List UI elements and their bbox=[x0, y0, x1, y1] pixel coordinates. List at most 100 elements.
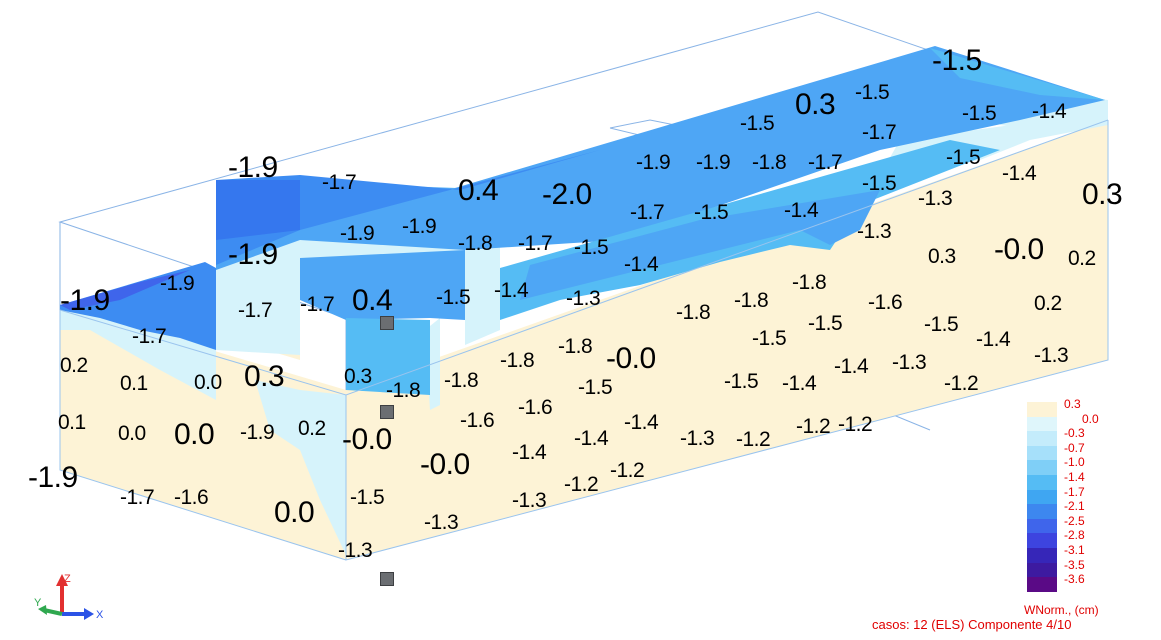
contour-value-label: -1.2 bbox=[564, 473, 599, 496]
contour-value-label: -1.5 bbox=[962, 102, 997, 125]
contour-value-label: -1.3 bbox=[566, 287, 601, 310]
contour-value-label: -1.7 bbox=[120, 486, 155, 509]
contour-left-slab bbox=[60, 250, 465, 395]
contour-value-label: 0.2 bbox=[1068, 247, 1096, 270]
contour-value-label: -1.5 bbox=[724, 370, 759, 393]
contour-value-label: -1.5 bbox=[740, 112, 775, 135]
contour-value-label: -1.9 bbox=[160, 272, 195, 295]
contour-value-label: 0.0 bbox=[194, 371, 222, 394]
contour-value-label: 0.0 bbox=[174, 418, 215, 451]
contour-value-label: -1.2 bbox=[736, 428, 771, 451]
contour-value-label: -1.2 bbox=[610, 459, 645, 482]
contour-value-label: -1.5 bbox=[694, 201, 729, 224]
contour-value-label: -1.5 bbox=[924, 313, 959, 336]
contour-value-label: -1.7 bbox=[300, 293, 335, 316]
support-node-marker[interactable] bbox=[380, 405, 394, 419]
legend-swatch bbox=[1027, 416, 1057, 432]
support-node-marker[interactable] bbox=[380, 316, 394, 330]
contour-value-label: 0.4 bbox=[458, 174, 499, 207]
legend-value-label: -3.1 bbox=[1064, 543, 1085, 557]
contour-value-label: -1.5 bbox=[350, 486, 385, 509]
contour-value-label: -1.9 bbox=[60, 284, 110, 317]
legend-value-label: -2.5 bbox=[1064, 513, 1085, 528]
legend-value-label: -2.1 bbox=[1064, 499, 1085, 514]
legend-value-label: -1.7 bbox=[1064, 484, 1085, 499]
contour-value-label: -1.8 bbox=[558, 335, 593, 358]
contour-value-label: -1.4 bbox=[494, 279, 529, 302]
contour-value-label: -1.4 bbox=[782, 372, 817, 395]
legend-title: WNorm., (cm) bbox=[1024, 603, 1099, 617]
legend-swatch bbox=[1027, 533, 1057, 549]
contour-value-label: -1.5 bbox=[932, 44, 982, 77]
contour-value-label: -1.4 bbox=[574, 427, 609, 450]
contour-value-label: -1.5 bbox=[436, 286, 471, 309]
contour-value-label: -1.7 bbox=[238, 299, 273, 322]
legend-value-label: 0.0 bbox=[1082, 411, 1099, 426]
legend-swatch bbox=[1027, 518, 1057, 534]
contour-value-label: 0.0 bbox=[274, 496, 315, 529]
legend-value-label: -3.6 bbox=[1064, 572, 1085, 587]
legend-swatch bbox=[1027, 460, 1057, 476]
contour-value-label: -1.3 bbox=[338, 539, 373, 562]
contour-upper-slab bbox=[216, 46, 1105, 270]
contour-value-label: -1.8 bbox=[676, 301, 711, 324]
legend-swatch bbox=[1027, 431, 1057, 447]
contour-value-label: 0.3 bbox=[1082, 178, 1123, 211]
contour-value-label: 0.2 bbox=[1034, 292, 1062, 315]
contour-value-label: -1.4 bbox=[834, 355, 869, 378]
legend-value-label: -2.8 bbox=[1064, 528, 1085, 543]
contour-value-label: -1.9 bbox=[696, 151, 731, 174]
contour-value-label: -1.9 bbox=[340, 222, 375, 245]
contour-value-label: -1.4 bbox=[624, 411, 659, 434]
load-case-caption: casos: 12 (ELS) Componente 4/10 bbox=[872, 617, 1072, 632]
contour-value-label: -0.0 bbox=[420, 448, 470, 481]
contour-value-label: -2.0 bbox=[542, 178, 592, 211]
support-node-marker[interactable] bbox=[380, 572, 394, 586]
contour-value-label: -1.3 bbox=[1034, 344, 1069, 367]
contour-value-label: -1.9 bbox=[240, 421, 275, 444]
contour-value-label: -1.7 bbox=[518, 232, 553, 255]
contour-value-label: -1.8 bbox=[752, 151, 787, 174]
contour-value-label: -1.3 bbox=[424, 511, 459, 534]
contour-value-label: -1.8 bbox=[734, 289, 769, 312]
legend-swatch bbox=[1027, 577, 1057, 593]
contour-value-label: -1.6 bbox=[518, 396, 553, 419]
contour-value-label: -1.3 bbox=[892, 351, 927, 374]
contour-value-label: -1.4 bbox=[512, 441, 547, 464]
legend-swatch bbox=[1027, 548, 1057, 564]
contour-value-label: -1.9 bbox=[402, 215, 437, 238]
axis-x-label: X bbox=[96, 609, 104, 621]
contour-value-label: -1.8 bbox=[386, 379, 421, 402]
legend-swatch bbox=[1027, 475, 1057, 491]
contour-value-label: -1.4 bbox=[976, 328, 1011, 351]
contour-value-label: 0.3 bbox=[928, 245, 956, 268]
contour-value-label: -1.7 bbox=[630, 201, 665, 224]
legend-value-label: -3.5 bbox=[1064, 557, 1085, 572]
contour-value-label: -1.5 bbox=[862, 172, 897, 195]
contour-value-label: -1.8 bbox=[792, 271, 827, 294]
contour-value-label: -1.9 bbox=[228, 151, 278, 184]
contour-value-label: -1.7 bbox=[322, 171, 357, 194]
contour-value-label: -1.4 bbox=[624, 253, 659, 276]
legend-swatch bbox=[1027, 445, 1057, 461]
contour-value-label: -1.6 bbox=[460, 409, 495, 432]
contour-value-label: 0.3 bbox=[244, 360, 285, 393]
contour-value-label: -1.5 bbox=[946, 146, 981, 169]
contour-value-label: -1.5 bbox=[855, 81, 890, 104]
contour-value-label: -1.5 bbox=[808, 312, 843, 335]
contour-value-label: -1.3 bbox=[680, 427, 715, 450]
axis-z-label: Z bbox=[64, 573, 71, 585]
contour-value-label: -0.0 bbox=[994, 233, 1044, 266]
legend-value-label: 0.3 bbox=[1064, 397, 1081, 411]
contour-value-label: -1.8 bbox=[444, 369, 479, 392]
legend-swatch bbox=[1027, 504, 1057, 520]
legend-value-label: -0.3 bbox=[1064, 426, 1085, 441]
contour-value-label: -1.3 bbox=[918, 187, 953, 210]
contour-value-label: -1.4 bbox=[784, 199, 819, 222]
contour-value-label: -1.7 bbox=[808, 151, 843, 174]
contour-value-label: 0.3 bbox=[795, 88, 836, 121]
contour-lower-shelf bbox=[500, 140, 1000, 320]
contour-value-label: 0.2 bbox=[298, 417, 326, 440]
